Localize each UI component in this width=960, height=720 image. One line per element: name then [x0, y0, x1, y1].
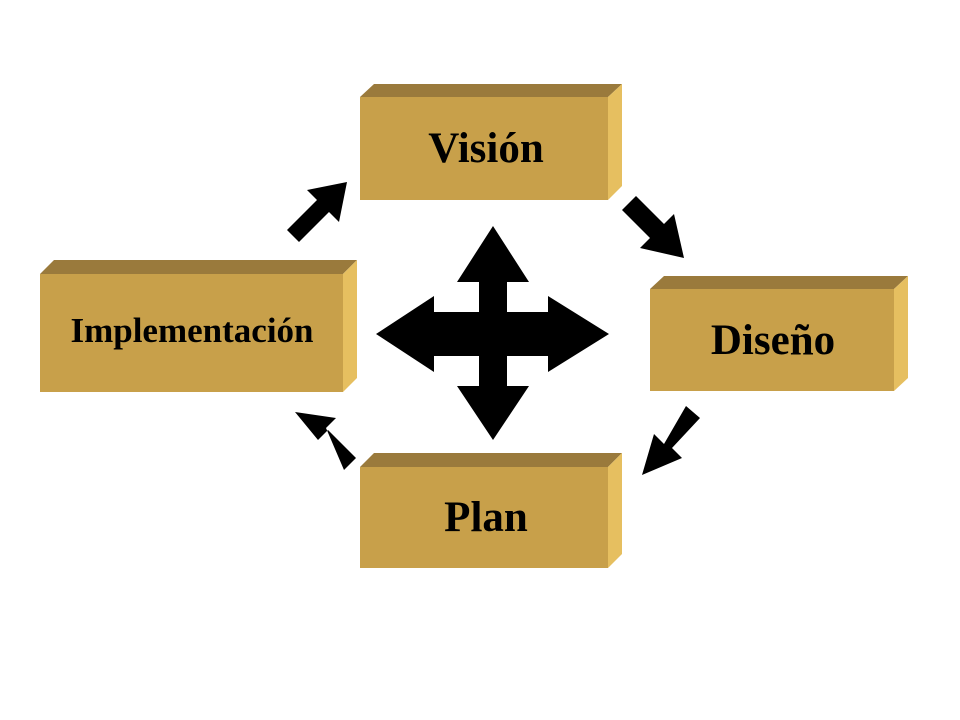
arrow-plan-to-implementation-icon: [295, 412, 356, 470]
arrow-implementation-to-vision-icon: [287, 182, 347, 242]
box-plan: Plan: [360, 453, 622, 568]
box-plan-top: [360, 453, 622, 467]
box-implementation-label: Implementación: [70, 311, 313, 350]
box-implementation-top: [40, 260, 357, 274]
box-implementation: Implementación: [40, 260, 357, 392]
box-implementation-side: [343, 260, 357, 392]
box-vision-top: [360, 84, 622, 97]
arrow-vision-to-design-icon: [622, 196, 684, 258]
box-design: Diseño: [650, 276, 908, 391]
box-design-label: Diseño: [711, 317, 835, 364]
four-way-arrow-icon: [376, 226, 609, 440]
box-design-top: [650, 276, 908, 289]
box-vision-front: [360, 97, 608, 200]
arrow-design-to-plan-icon: [642, 406, 700, 475]
box-implementation-front: [40, 274, 343, 392]
box-plan-side: [608, 453, 622, 568]
box-vision: Visión: [360, 84, 622, 200]
box-plan-label: Plan: [444, 494, 528, 541]
box-design-side: [894, 276, 908, 391]
box-vision-side: [608, 84, 622, 200]
box-design-front: [650, 289, 894, 391]
box-plan-front: [360, 467, 608, 568]
box-vision-label: Visión: [428, 125, 544, 172]
